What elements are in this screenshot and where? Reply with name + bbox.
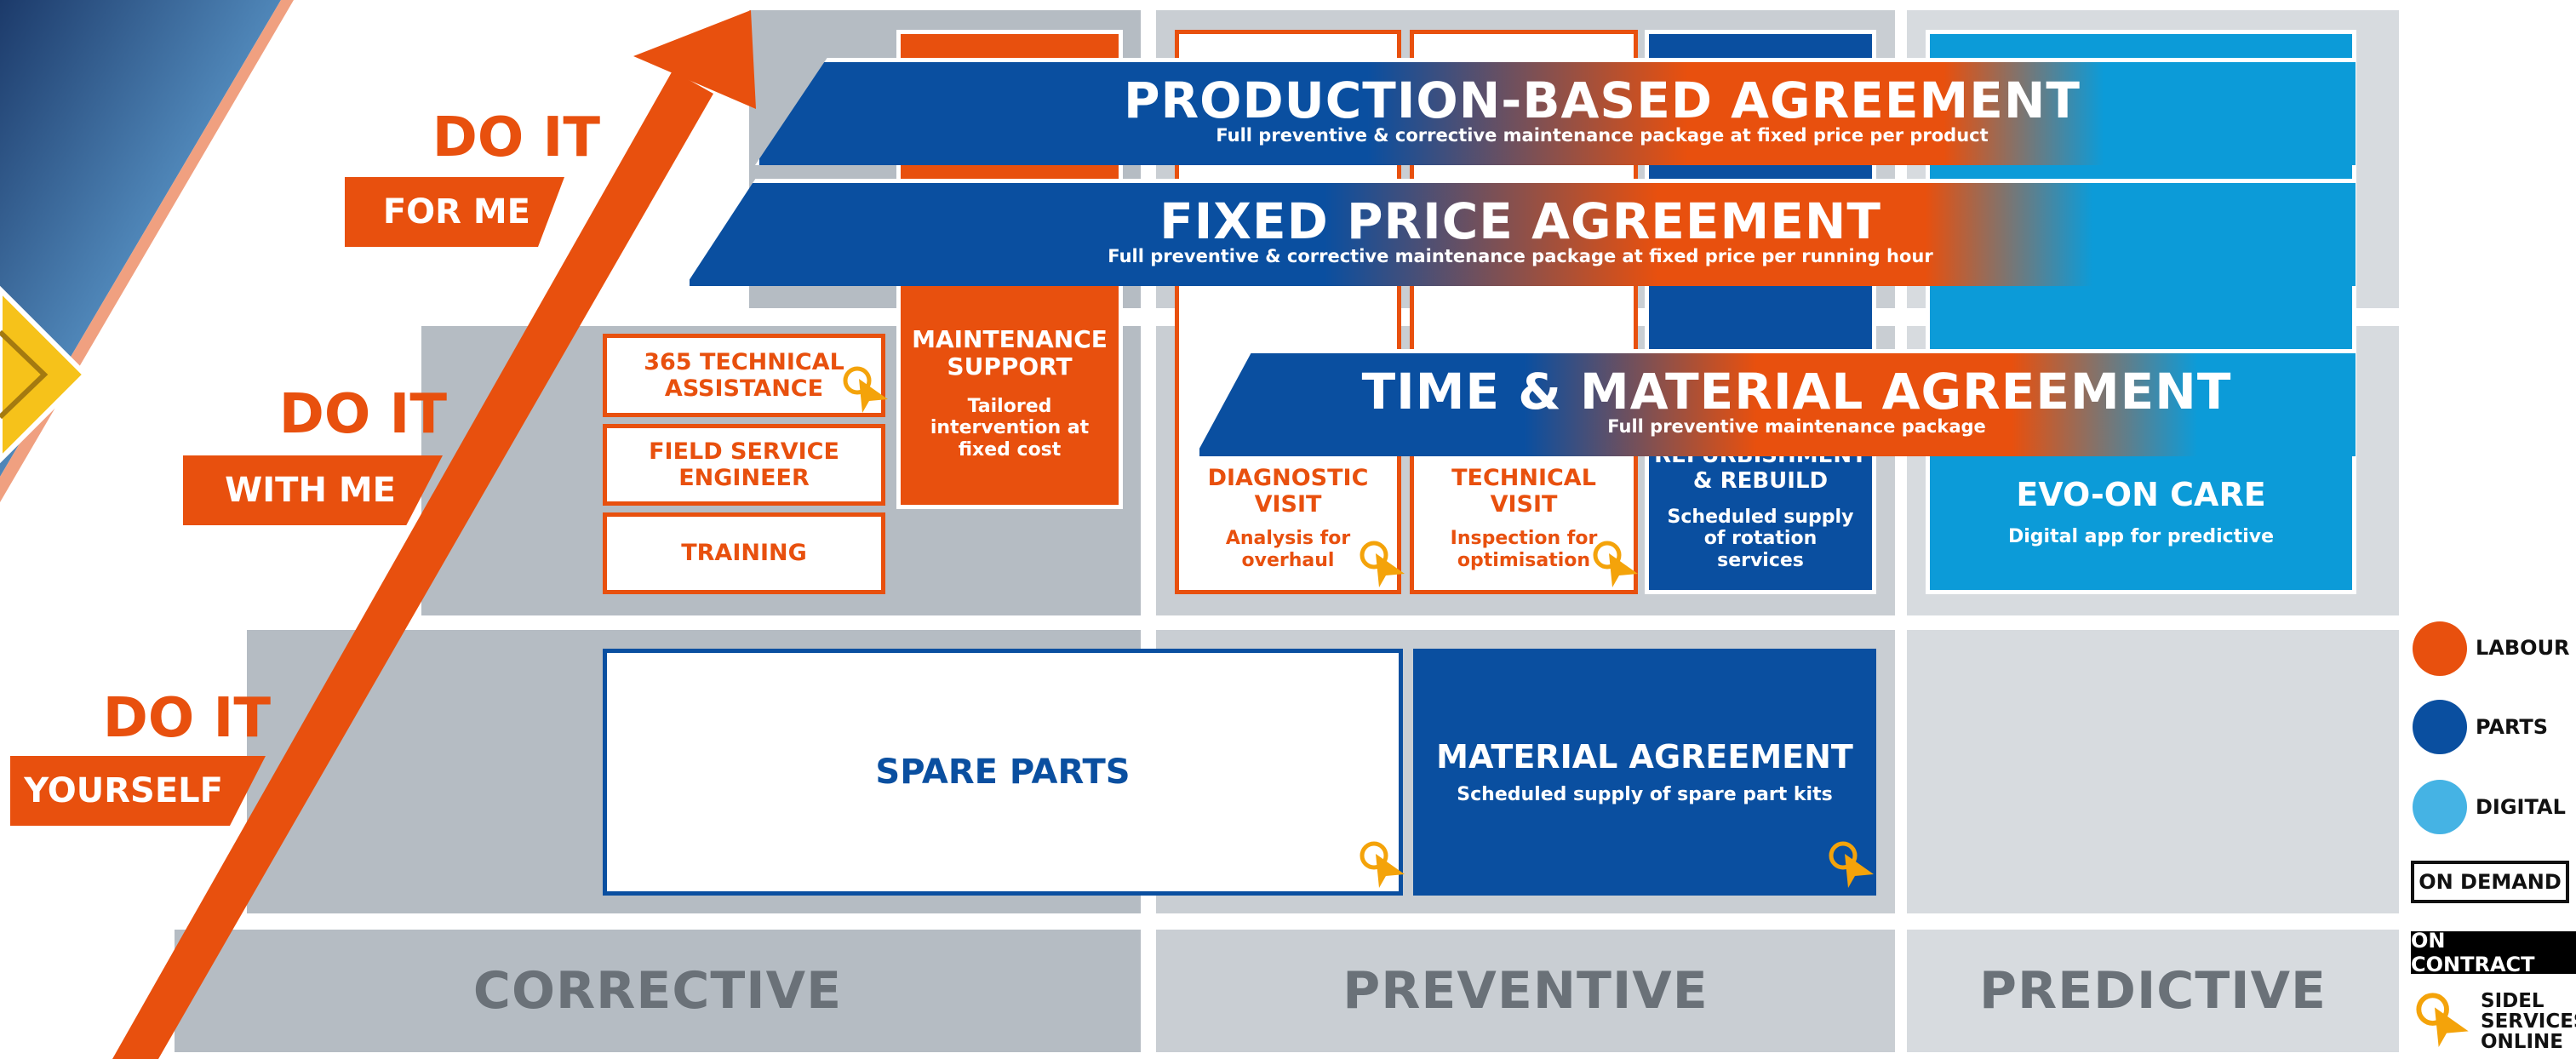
technical-visit-desc: Inspection for optimisation <box>1450 528 1598 571</box>
diagnostic-visit-desc: Analysis for overhaul <box>1225 528 1351 571</box>
column-header-predictive: PREDICTIVE <box>1907 930 2399 1052</box>
legend-online-cursor-icon <box>2416 993 2469 1047</box>
time-material-agreement-banner: TIME & MATERIAL AGREEMENT Full preventiv… <box>1195 349 2356 456</box>
level-for-me-label: FOR ME <box>345 177 564 247</box>
legend-labour-dot <box>2413 621 2467 676</box>
column-header-corrective: CORRECTIVE <box>175 930 1141 1052</box>
legend-parts-label: PARTS <box>2476 715 2549 739</box>
legend-online-label: SIDEL SERVICES ONLINE <box>2481 990 2576 1054</box>
fixed-price-agreement-banner: FIXED PRICE AGREEMENT Full preventive & … <box>685 179 2356 286</box>
level-yourself-title: DO IT <box>102 687 271 750</box>
time-banner-fill <box>1199 353 2356 456</box>
time-banner-title: TIME & MATERIAL AGREEMENT <box>1361 363 2232 421</box>
production-based-agreement-banner: PRODUCTION-BASED AGREEMENT Full preventi… <box>755 58 2356 165</box>
online-cursor-icon <box>1593 541 1638 587</box>
level-yourself-label: YOURSELF <box>10 756 266 826</box>
spare-parts-box[interactable]: SPARE PARTS <box>603 649 1403 896</box>
legend-on-demand: ON DEMAND <box>2411 861 2569 903</box>
technical-assistance-label: 365 TECHNICAL ASSISTANCE <box>644 348 844 402</box>
maintenance-support-desc: Tailored intervention at fixed cost <box>930 396 1090 461</box>
column-header-preventive: PREVENTIVE <box>1156 930 1895 1052</box>
level-with-me-title: DO IT <box>278 383 447 446</box>
material-agreement-desc: Scheduled supply of spare part kits <box>1457 784 1833 806</box>
level-for-me-title: DO IT <box>432 106 600 169</box>
evo-on-care-desc: Digital app for predictive <box>2007 525 2275 547</box>
diamond-icon <box>0 285 89 464</box>
online-cursor-icon <box>1360 541 1405 587</box>
legend-digital-label: DIGITAL <box>2476 795 2566 819</box>
material-agreement-title: MATERIAL AGREEMENT <box>1436 737 1853 776</box>
evo-on-care-title: EVO-ON CARE <box>2016 476 2266 514</box>
time-banner-subtitle: Full preventive maintenance package <box>1607 416 1986 438</box>
legend-digital-dot <box>2413 780 2467 834</box>
production-banner-fill <box>759 62 2356 165</box>
spare-parts-label: SPARE PARTS <box>875 753 1131 792</box>
fixed-banner-subtitle: Full preventive & corrective maintenance… <box>1108 246 1933 267</box>
field-service-engineer-box[interactable]: FIELD SERVICE ENGINEER <box>603 424 885 506</box>
fixed-banner-title: FIXED PRICE AGREEMENT <box>1159 192 1881 251</box>
online-cursor-icon <box>843 366 888 413</box>
field-service-engineer-label: FIELD SERVICE ENGINEER <box>649 438 839 491</box>
online-cursor-icon <box>1360 841 1405 888</box>
legend-labour-label: LABOUR <box>2476 636 2570 660</box>
legend-parts-dot <box>2413 700 2467 754</box>
cell-predictive-bottom <box>1907 630 2399 913</box>
fixed-banner-fill <box>690 183 2356 286</box>
training-label: TRAINING <box>681 540 807 567</box>
maintenance-support-title: MAINTENANCE SUPPORT <box>912 324 1108 381</box>
refurbishment-desc: Scheduled supply of rotation services <box>1667 507 1854 571</box>
training-box[interactable]: TRAINING <box>603 512 885 594</box>
technical-assistance-box[interactable]: 365 TECHNICAL ASSISTANCE <box>603 334 885 417</box>
material-agreement-box: MATERIAL AGREEMENT Scheduled supply of s… <box>1413 649 1876 896</box>
production-banner-title: PRODUCTION-BASED AGREEMENT <box>1123 72 2081 130</box>
technical-visit-title: TECHNICAL VISIT <box>1451 465 1596 518</box>
production-banner-subtitle: Full preventive & corrective maintenance… <box>1216 125 1989 146</box>
legend-on-contract: ON CONTRACT <box>2411 929 2576 976</box>
online-cursor-icon <box>1829 841 1874 888</box>
diagnostic-visit-title: DIAGNOSTIC VISIT <box>1207 465 1369 518</box>
level-with-me-label: WITH ME <box>183 455 443 525</box>
